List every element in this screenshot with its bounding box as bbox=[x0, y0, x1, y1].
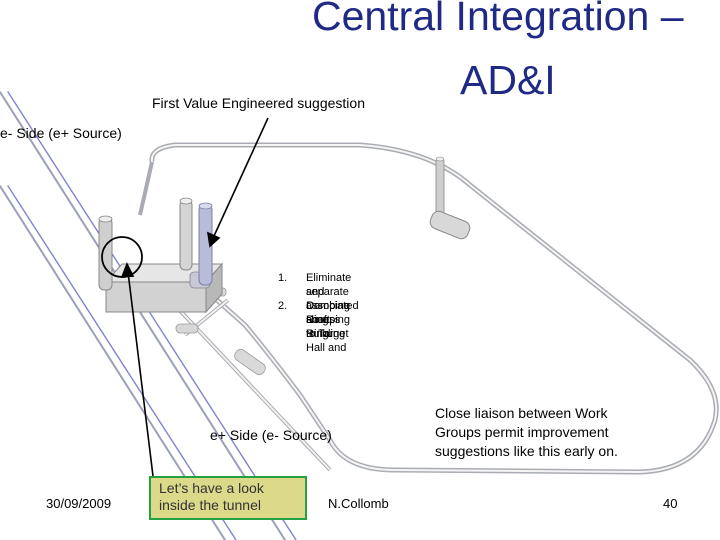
access-shafts bbox=[98, 156, 471, 291]
list-item-number: 1. bbox=[278, 272, 288, 284]
target-hall-building bbox=[104, 262, 224, 314]
footer-date: 30/09/2009 bbox=[46, 496, 112, 511]
page-number: 40 bbox=[663, 496, 678, 511]
footer-author: N.Collomb bbox=[328, 496, 389, 511]
slide-subtitle: First Value Engineered suggestion bbox=[152, 95, 365, 111]
liaison-note-line: suggestions like this early on. bbox=[435, 443, 618, 459]
e-plus-side-label: e+ Side (e- Source) bbox=[210, 427, 332, 443]
list-item-text: Eliminate separate Damping Ring Building bbox=[306, 272, 352, 340]
tunnel-callout-box: Let’s have a look inside the tunnel bbox=[149, 476, 307, 520]
list-item-text: Damping Ring. bbox=[306, 314, 351, 340]
callout-line: inside the tunnel bbox=[159, 497, 261, 513]
list-item-number: 2. bbox=[278, 300, 288, 312]
annotation-arrows bbox=[120, 117, 269, 477]
damping-ring-loop bbox=[138, 142, 719, 475]
liaison-note-line: Groups permit improvement bbox=[435, 424, 609, 440]
list-item-text: and associated shaft. bbox=[306, 286, 359, 326]
main-linac-tunnel bbox=[0, 91, 297, 540]
e-minus-side-label: e- Side (e+ Source) bbox=[0, 125, 122, 141]
liaison-note: Close liaison between Work Groups permit… bbox=[435, 404, 618, 461]
list-item-text: Combine access to Target Hall and bbox=[306, 300, 351, 354]
liaison-note-line: Close liaison between Work bbox=[435, 405, 608, 421]
slide-title-line-1: Central Integration – bbox=[312, 0, 684, 39]
callout-line: Let’s have a look bbox=[159, 480, 264, 496]
slide-title-line-2: AD&I bbox=[460, 57, 556, 103]
